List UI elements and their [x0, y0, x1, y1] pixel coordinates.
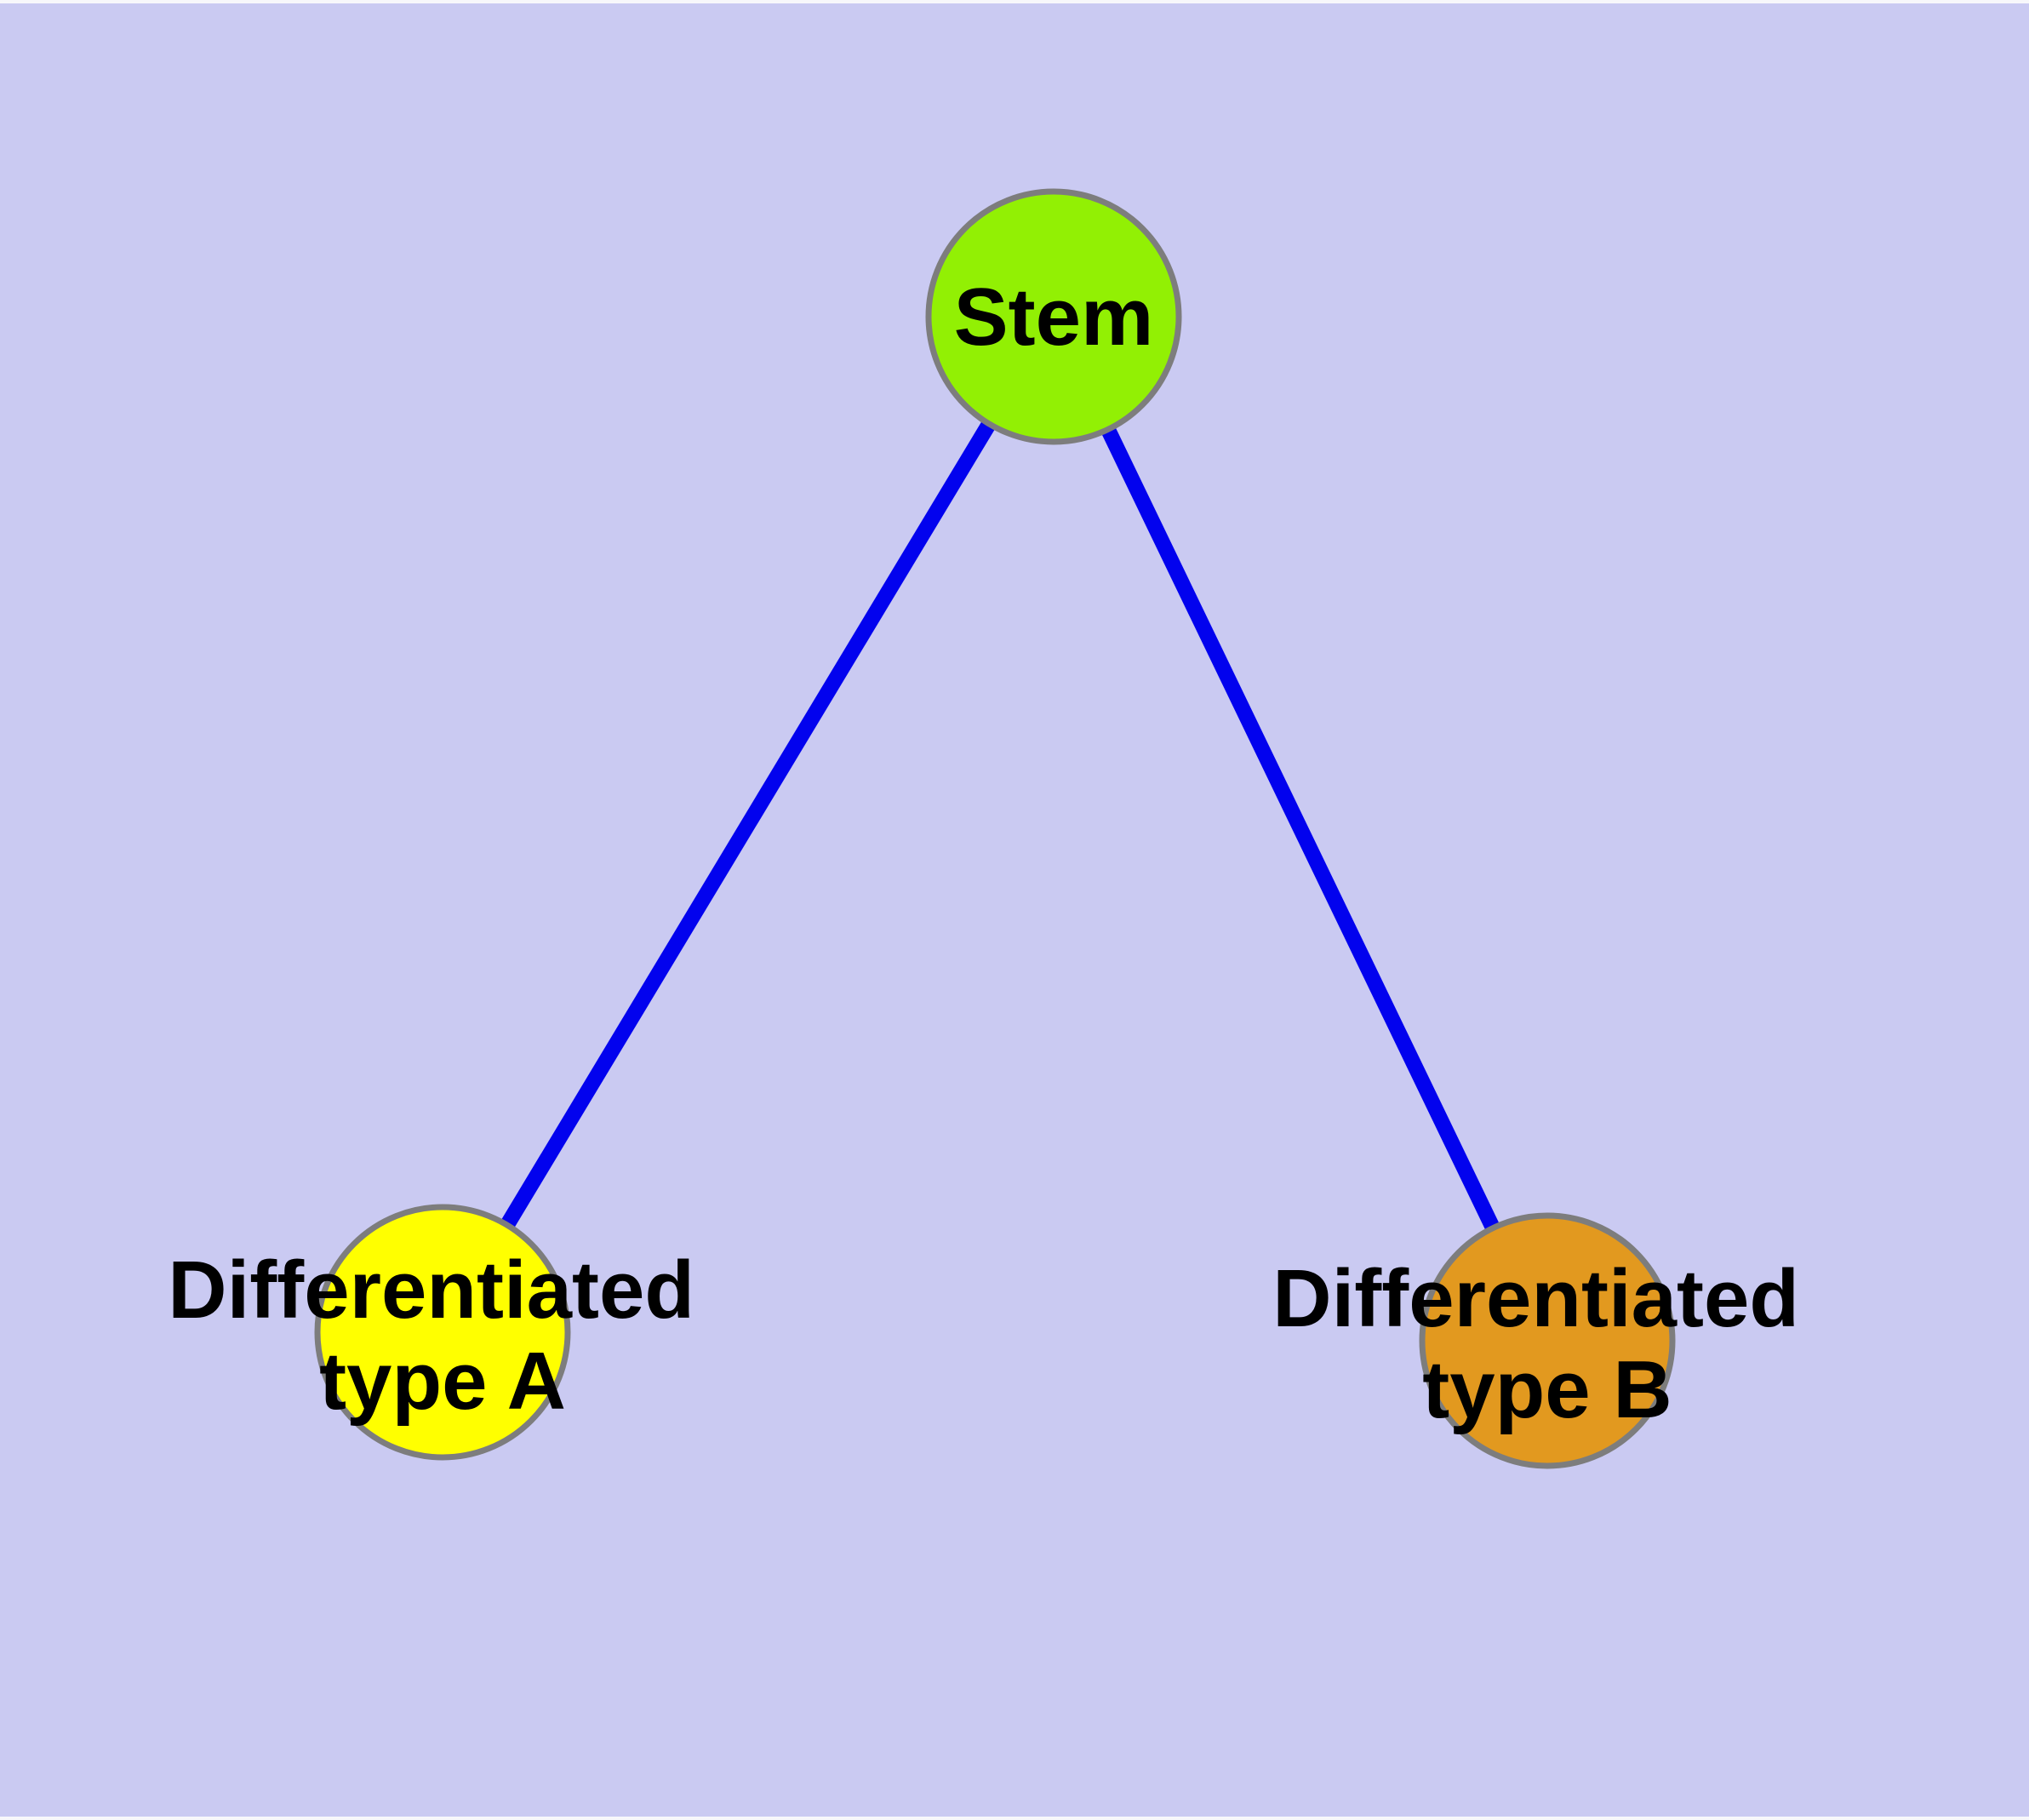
- node-type-b-label-line1: Differentiated: [1272, 1253, 1799, 1344]
- node-type-a-label: Differentiated type A: [168, 1245, 717, 1427]
- edge-stem-to-type-b: [1046, 313, 1555, 1344]
- node-stem-circle: [925, 188, 1182, 445]
- node-type-a-label-line2: type A: [319, 1336, 566, 1427]
- node-type-b-label-line2: type B: [1422, 1344, 1672, 1435]
- edge-stem-to-type-a: [436, 312, 1060, 1336]
- node-stem-label: Stem: [954, 272, 1154, 363]
- node-type-b-label: Differentiated type B: [1272, 1253, 1821, 1435]
- node-type-b-circle: [1419, 1212, 1676, 1469]
- canvas-top-edge: [0, 0, 2029, 3]
- node-type-a-circle: [314, 1204, 571, 1461]
- node-type-a-label-line1: Differentiated: [168, 1245, 694, 1336]
- canvas-bottom-edge: [0, 1817, 2029, 1820]
